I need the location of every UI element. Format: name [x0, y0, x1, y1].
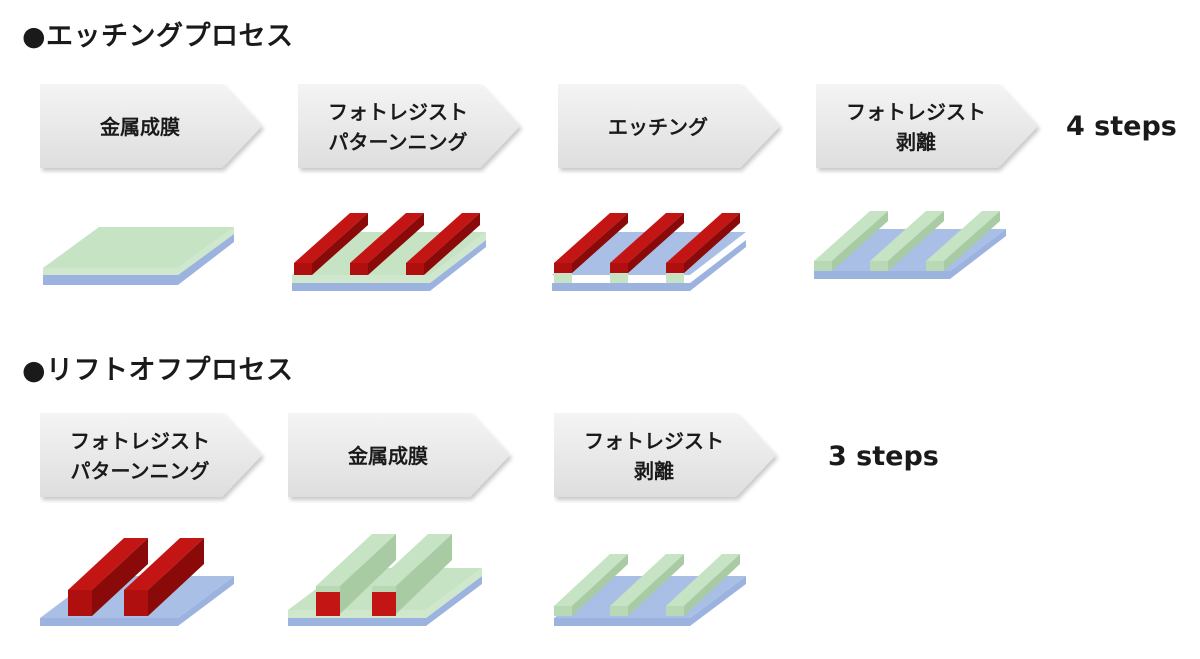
liftoff-step-photoresist-patterning: フォトレジストパターンニング [40, 413, 268, 498]
illustration-metal-film-on-substrate [43, 227, 234, 285]
illustration-metal-lines-after-liftoff [554, 554, 746, 626]
liftoff-step-photoresist-strip: フォトレジスト剥離 [554, 413, 782, 498]
liftoff-step-count: 3 steps [828, 441, 939, 472]
step-label-line1: 金属成膜 [100, 114, 180, 139]
illustration-metal-over-resist [288, 534, 482, 626]
step-label-line2: パターンニング [328, 129, 468, 154]
etching-step-photoresist-strip: フォトレジスト剥離 [816, 84, 1044, 169]
etching-step-etching: エッチング [558, 84, 786, 169]
illustration-resist-pattern-on-metal [292, 213, 486, 291]
etching-process-heading: ●エッチングプロセス [22, 21, 294, 52]
liftoff-process-heading: ●リフトオフプロセス [22, 355, 294, 386]
step-label-line1: フォトレジスト [328, 99, 468, 124]
illustration-etched-metal-with-resist [552, 213, 746, 291]
liftoff-step-metal-deposition: 金属成膜 [288, 413, 516, 498]
step-label-line2: 剥離 [634, 458, 674, 483]
step-label-line1: フォトレジスト [584, 428, 724, 453]
step-label-line1: フォトレジスト [70, 428, 210, 453]
step-label-line1: フォトレジスト [846, 99, 986, 124]
illustration-metal-lines-after-strip [814, 211, 1006, 279]
step-label-line1: 金属成膜 [348, 443, 428, 468]
step-label-line2: 剥離 [896, 129, 936, 154]
illustration-resist-pattern-on-substrate [40, 538, 234, 626]
etching-step-metal-deposition: 金属成膜 [40, 84, 268, 169]
etching-step-photoresist-patterning: フォトレジストパターンニング [298, 84, 526, 169]
etching-step-count: 4 steps [1066, 111, 1177, 142]
step-label-line2: パターンニング [70, 458, 210, 483]
step-label-line1: エッチング [608, 114, 708, 139]
